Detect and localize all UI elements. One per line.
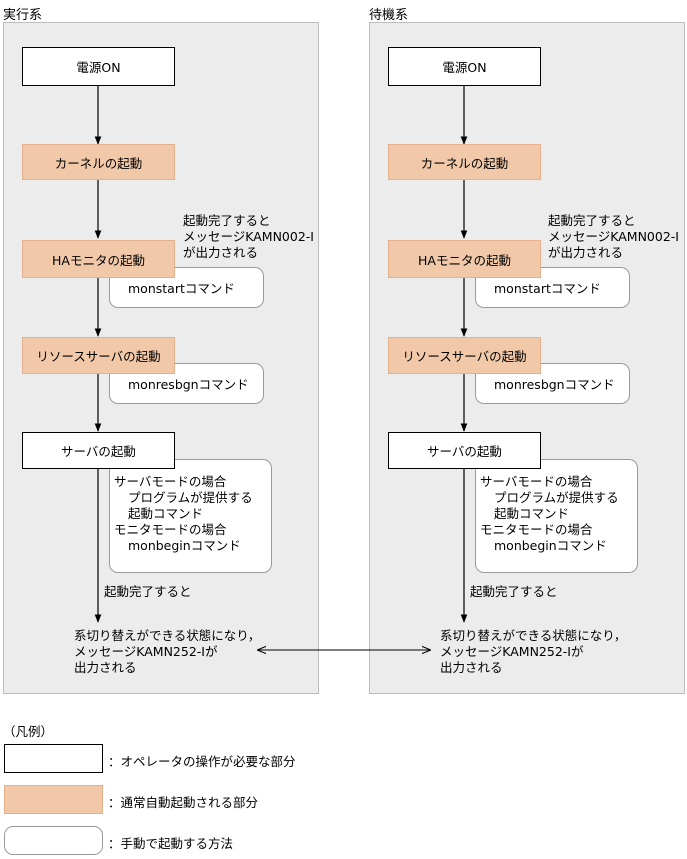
- legend-operator-label: ：オペレータの操作が必要な部分: [108, 754, 296, 769]
- active-ha-monitor-start-box: HAモニタの起動: [22, 240, 175, 278]
- legend-auto-start-swatch: [4, 785, 103, 814]
- active-panel-title: 実行系: [3, 8, 43, 23]
- active-kernel-start-box: カーネルの起動: [22, 144, 175, 180]
- standby-start-complete-label: 起動完了すると: [470, 584, 558, 599]
- legend-manual-method-swatch: [4, 826, 103, 855]
- standby-final-state-note: 系切り替えができる状態になり， メッセージKAMN252-Iが 出力される: [440, 628, 627, 675]
- standby-ha-monitor-start-box: HAモニタの起動: [388, 240, 541, 278]
- active-start-complete-label: 起動完了すると: [104, 584, 192, 599]
- standby-server-start-box: サーバの起動: [388, 432, 541, 469]
- active-server-mode-note-box: サーバモードの場合 プログラムが提供する 起動コマンド モニタモードの場合 mo…: [109, 459, 272, 573]
- standby-power-on-box: 電源ON: [388, 47, 541, 86]
- standby-server-mode-note-box: サーバモードの場合 プログラムが提供する 起動コマンド モニタモードの場合 mo…: [475, 459, 638, 573]
- legend-manual-method-label: ：手動で起動する方法: [108, 836, 234, 851]
- legend-operator-swatch: [4, 744, 103, 773]
- standby-resource-server-start-box: リソースサーバの起動: [388, 337, 541, 374]
- standby-kernel-start-box: カーネルの起動: [388, 144, 541, 180]
- legend-auto-start-label: ：通常自動起動される部分: [108, 795, 259, 810]
- active-power-on-box: 電源ON: [22, 47, 175, 86]
- legend-title: （凡例）: [3, 724, 54, 739]
- active-server-start-box: サーバの起動: [22, 432, 175, 469]
- active-final-state-note: 系切り替えができる状態になり， メッセージKAMN252-Iが 出力される: [74, 628, 261, 675]
- standby-ha-complete-note: 起動完了すると メッセージKAMN002-I が出力される: [548, 213, 679, 260]
- active-ha-complete-note: 起動完了すると メッセージKAMN002-I が出力される: [183, 213, 314, 260]
- standby-panel-title: 待機系: [369, 8, 409, 23]
- standby-monstart-command-box: monstartコマンド: [475, 267, 630, 308]
- active-resource-server-start-box: リソースサーバの起動: [22, 337, 175, 374]
